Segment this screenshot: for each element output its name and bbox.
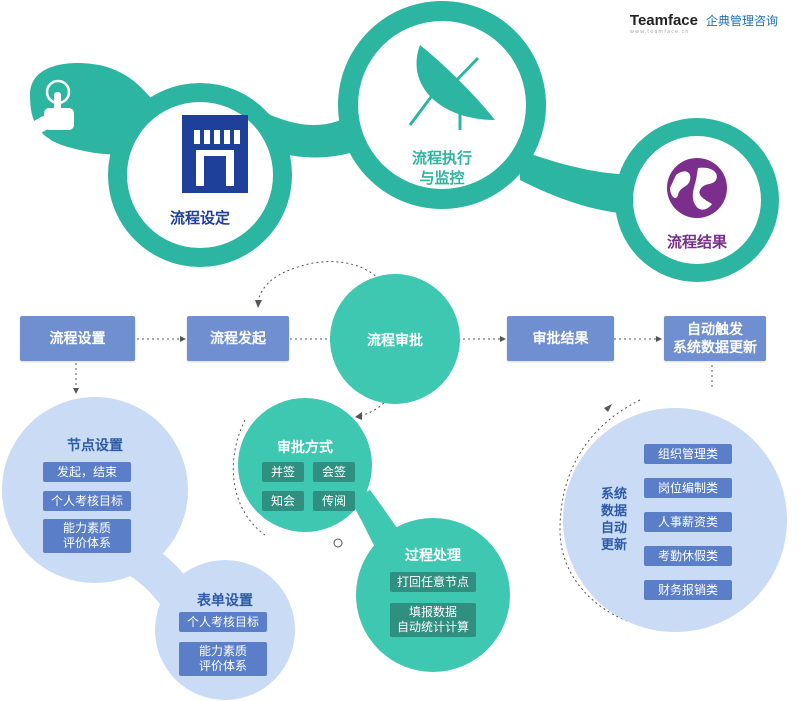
auto-update-line2: 系统数据更新: [673, 339, 757, 356]
globe-icon: [667, 158, 727, 218]
brand-tagline: www.teamface.cn: [629, 29, 690, 35]
process-handling-item: 填报数据 自动统计计算: [390, 603, 476, 637]
circle-label-setting: 流程设定: [169, 209, 230, 227]
flow-step-approval: 流程审批: [367, 333, 423, 349]
flow-connectors: [75, 261, 713, 626]
form-setting-item: 个人考核目标: [179, 612, 267, 632]
approval-methods-title: 审批方式: [277, 440, 333, 456]
node-setting-item: 发起，结束: [43, 462, 131, 482]
system-update-item: 组织管理类: [644, 444, 732, 464]
system-update-label-1: 系统: [600, 487, 627, 502]
brand-logo: Teamface 企典管理咨询 www.teamface.cn: [629, 12, 778, 35]
arrow-heads: [73, 300, 662, 420]
form-setting-item: 能力素质 评价体系: [179, 642, 267, 676]
system-update-item: 财务报销类: [644, 580, 732, 600]
node-settings-title: 节点设置: [67, 438, 123, 454]
approval-method-item: 并签: [262, 462, 304, 482]
process-handling-title: 过程处理: [405, 548, 461, 564]
circle-label-result: 流程结果: [666, 233, 727, 251]
approval-method-item: 会签: [313, 462, 355, 482]
auto-update-line1: 自动触发: [687, 321, 743, 338]
brand-name: Teamface: [629, 12, 698, 29]
approval-method-item: 知会: [262, 491, 304, 511]
process-handling-item2-line1: 填报数据: [408, 605, 457, 619]
brand-slogan: 企典管理咨询: [705, 14, 778, 28]
form-setting-item2-line1: 能力素质: [198, 644, 247, 658]
system-update-item: 考勤休假类: [644, 546, 732, 566]
form-setting-item2-line2: 评价体系: [198, 659, 247, 673]
process-handling-item: 打回任意节点: [390, 572, 476, 592]
flow-step-initiate: 流程发起: [187, 316, 289, 361]
circle-label-monitor-1: 流程执行: [411, 149, 472, 167]
circle-label-monitor-2: 与监控: [419, 169, 465, 187]
node-setting-item3-line1: 能力素质: [62, 521, 111, 535]
flow-step-setup: 流程设置: [20, 316, 135, 361]
pointing-hand-icon: [32, 79, 74, 134]
node-setting-item3-line2: 评价体系: [62, 536, 111, 550]
node-setting-item: 个人考核目标: [43, 491, 131, 511]
satellite-dish-icon: [408, 45, 495, 130]
system-update-label-3: 自动: [600, 521, 627, 536]
flow-step-auto-update: 自动触发 系统数据更新: [664, 316, 766, 361]
system-update-item: 岗位编制类: [644, 478, 732, 498]
system-update-label-4: 更新: [600, 538, 627, 553]
node-setting-item: 能力素质 评价体系: [43, 519, 131, 553]
process-handling-item2-line2: 自动统计计算: [396, 620, 469, 634]
approval-method-item: 传阅: [313, 491, 355, 511]
system-update-label: 系统 数据 自动 更新: [592, 486, 636, 554]
sd-card-icon: [182, 115, 248, 193]
system-update-label-2: 数据: [600, 504, 627, 519]
form-settings-title: 表单设置: [197, 593, 253, 609]
system-update-item: 人事薪资类: [644, 512, 732, 532]
flow-step-result: 审批结果: [507, 316, 614, 361]
